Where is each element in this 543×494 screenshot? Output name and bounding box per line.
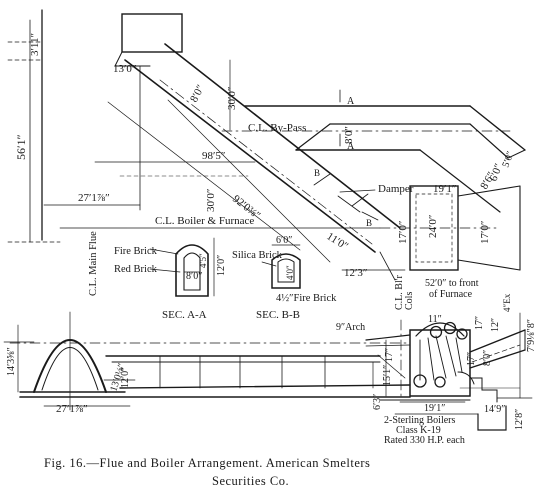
dim-6-0: 6′0″ [488, 162, 505, 183]
dim-15-1: 15′1″ [382, 365, 393, 386]
dim-27-1-bottom: 27′1⅞″ [56, 403, 88, 415]
boiler-note-line2: Class K-19 [396, 425, 441, 436]
dim-19-1-bottom: 19′1″ [424, 403, 445, 414]
dim-56-1: 56′1″ [14, 134, 28, 160]
dim-19-1-top: 19′1″ [433, 183, 457, 195]
boiler-note-line1: 2-Sterling Boilers [384, 415, 455, 426]
section-a-mark-top: A [347, 96, 355, 107]
dim-4-0-bb: 4′0″ [285, 265, 295, 280]
figure-caption-line2: Securities Co. [212, 474, 289, 488]
label-cl-boiler: C.L. Bl'r [394, 274, 405, 310]
dim-3-11: 3′11″ [29, 33, 41, 56]
label-boiler-furnace: C.L. Boiler & Furnace [155, 215, 254, 227]
dim-4-ex: 4″Ex [502, 293, 512, 312]
dim-30-0-top: 30′0″ [226, 87, 238, 111]
dim-8-0-e: 8′0″ [482, 350, 493, 366]
elevation-view [3, 311, 533, 431]
dim-17-0-left: 17′0″ [397, 221, 409, 245]
label-silica-brick-1: Silica Brick [232, 250, 283, 261]
plan-view [7, 9, 526, 281]
dim-24-0: 24′0″ [427, 215, 439, 239]
section-a-a [149, 237, 215, 297]
label-damper: Damper [378, 183, 414, 195]
dim-17-0-right: 17′0″ [479, 221, 491, 245]
dim-7-9: 7′9⅛″8″ [526, 319, 537, 352]
dim-12: 12″ [490, 318, 501, 332]
label-fire-brick-45: 4½″Fire Brick [276, 293, 337, 304]
dim-6-3: 6′3″ [372, 394, 383, 410]
label-sec-a-a: SEC. A-A [162, 309, 207, 321]
label-fire-brick: Fire Brick [114, 246, 158, 257]
label-main-flue: C.L. Main Flue [88, 231, 99, 296]
dim-13-0: 13′0″ [113, 63, 137, 75]
label-red-brick: Red Brick [114, 264, 158, 275]
section-b-mark-top: B [314, 168, 320, 178]
dim-12-0-aa: 12′0″ [216, 255, 227, 276]
label-bypass: C.L. By-Pass [248, 122, 306, 134]
boiler-note-line3: Rated 330 H.P. each [384, 435, 465, 446]
label-cols: Cols [404, 292, 415, 310]
dim-27-1-top: 27′1⅞″ [78, 192, 110, 204]
label-arch: 9″Arch [336, 322, 365, 333]
dim-6-0-bb: 6′0″ [276, 235, 292, 246]
dim-8-0-aa: 8′0″ [186, 271, 202, 282]
dim-17-a: 17″ [474, 316, 485, 330]
dim-14-3: 14′3⅝″ [6, 347, 17, 376]
section-b-b [261, 244, 301, 289]
dim-30-0-mid: 30′0″ [205, 189, 217, 213]
dim-4-5-aa: 4′5″ [198, 253, 208, 268]
label-sec-b-b: SEC. B-B [256, 309, 300, 321]
dim-14-9: 14′9″ [484, 404, 505, 415]
dim-5-0: 5′0″ [500, 150, 516, 169]
dim-17-c: 17″ [384, 348, 395, 362]
dim-17-b: 17″ [466, 352, 477, 366]
dim-8-0-flue: 8′0″ [188, 83, 207, 105]
dim-98-5: 98′5″ [202, 150, 226, 162]
dim-11: 11″ [428, 314, 442, 325]
dim-12-3: 12′3″ [344, 267, 368, 279]
note-front-line1: 52′0″ to front [425, 278, 479, 289]
dim-12-0-e: 12′0″ [120, 367, 131, 388]
note-front-line2: of Furnace [429, 289, 473, 300]
dim-8-0-bypass: 8′0″ [343, 126, 355, 144]
section-b-mark-bottom: B [366, 218, 372, 228]
figure-caption-line1: Fig. 16.—Flue and Boiler Arrangement. Am… [44, 456, 370, 470]
section-a-mark-bottom: A [347, 141, 355, 152]
dim-11-0: 11′0″ [324, 230, 350, 252]
dim-12-8: 12′8″ [514, 409, 525, 430]
